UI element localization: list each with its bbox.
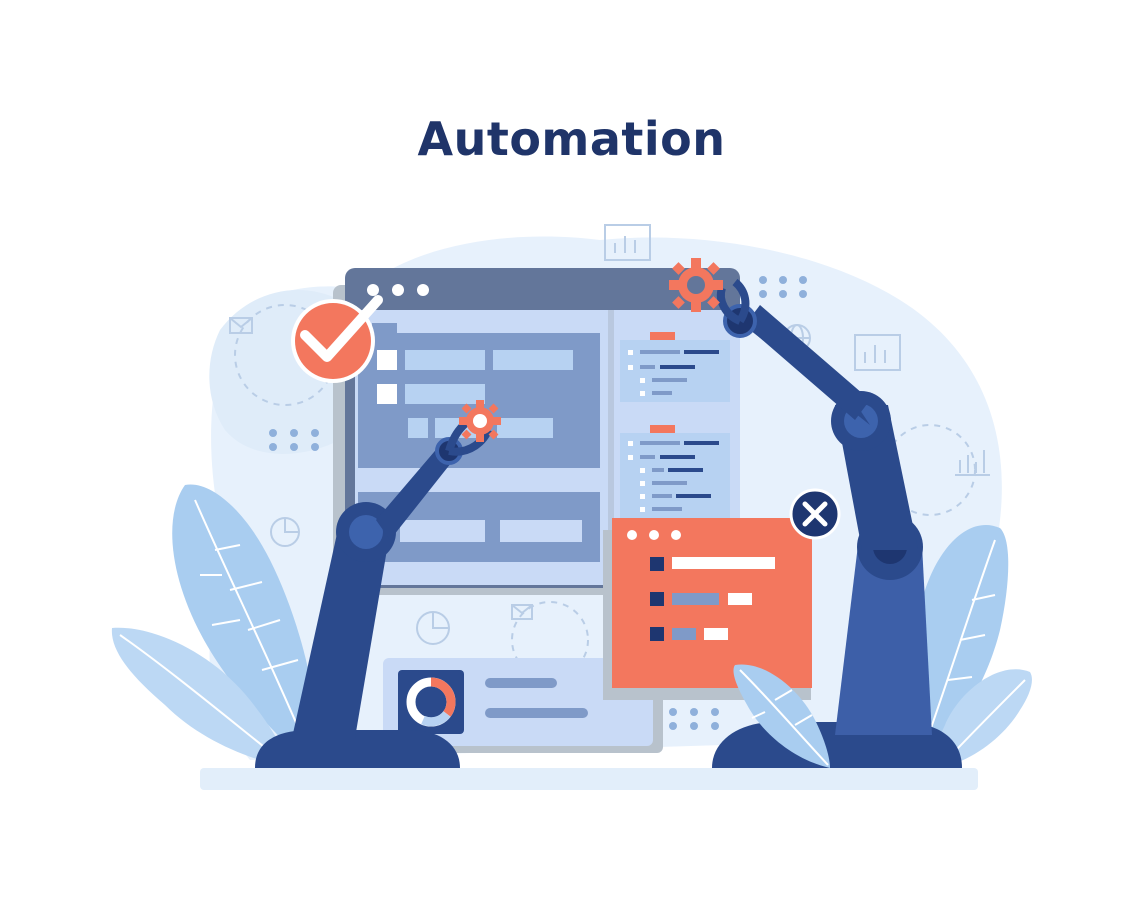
floor-strip (200, 768, 978, 790)
bar-chart-icon (955, 450, 990, 476)
gear-icon (459, 400, 501, 442)
stats-card (383, 658, 653, 746)
leaf-front (733, 664, 830, 768)
window-dot (671, 530, 681, 540)
mail-icon (229, 317, 253, 334)
window-dot (627, 530, 637, 540)
dot-grid (759, 276, 807, 298)
pie-chart-icon (270, 517, 300, 547)
popup-window (612, 518, 812, 688)
code-panel (620, 340, 730, 402)
bar-chart-icon (604, 224, 651, 261)
dashed-ring-bottom (511, 601, 589, 679)
donut-chart-icon (406, 677, 456, 727)
checkmark-icon (291, 295, 383, 383)
window-dot (417, 284, 429, 296)
bar-chart-icon (854, 334, 901, 371)
window-dot (367, 284, 379, 296)
robot-arm-left (255, 415, 492, 768)
window-dot (392, 284, 404, 296)
pie-chart-icon (416, 611, 450, 645)
dot-grid (269, 429, 319, 451)
page-title: Automation (417, 112, 726, 166)
dot-grid (669, 708, 719, 730)
gear-icon (669, 258, 723, 312)
close-icon (789, 488, 841, 540)
window-dot (649, 530, 659, 540)
mail-icon (511, 604, 533, 620)
